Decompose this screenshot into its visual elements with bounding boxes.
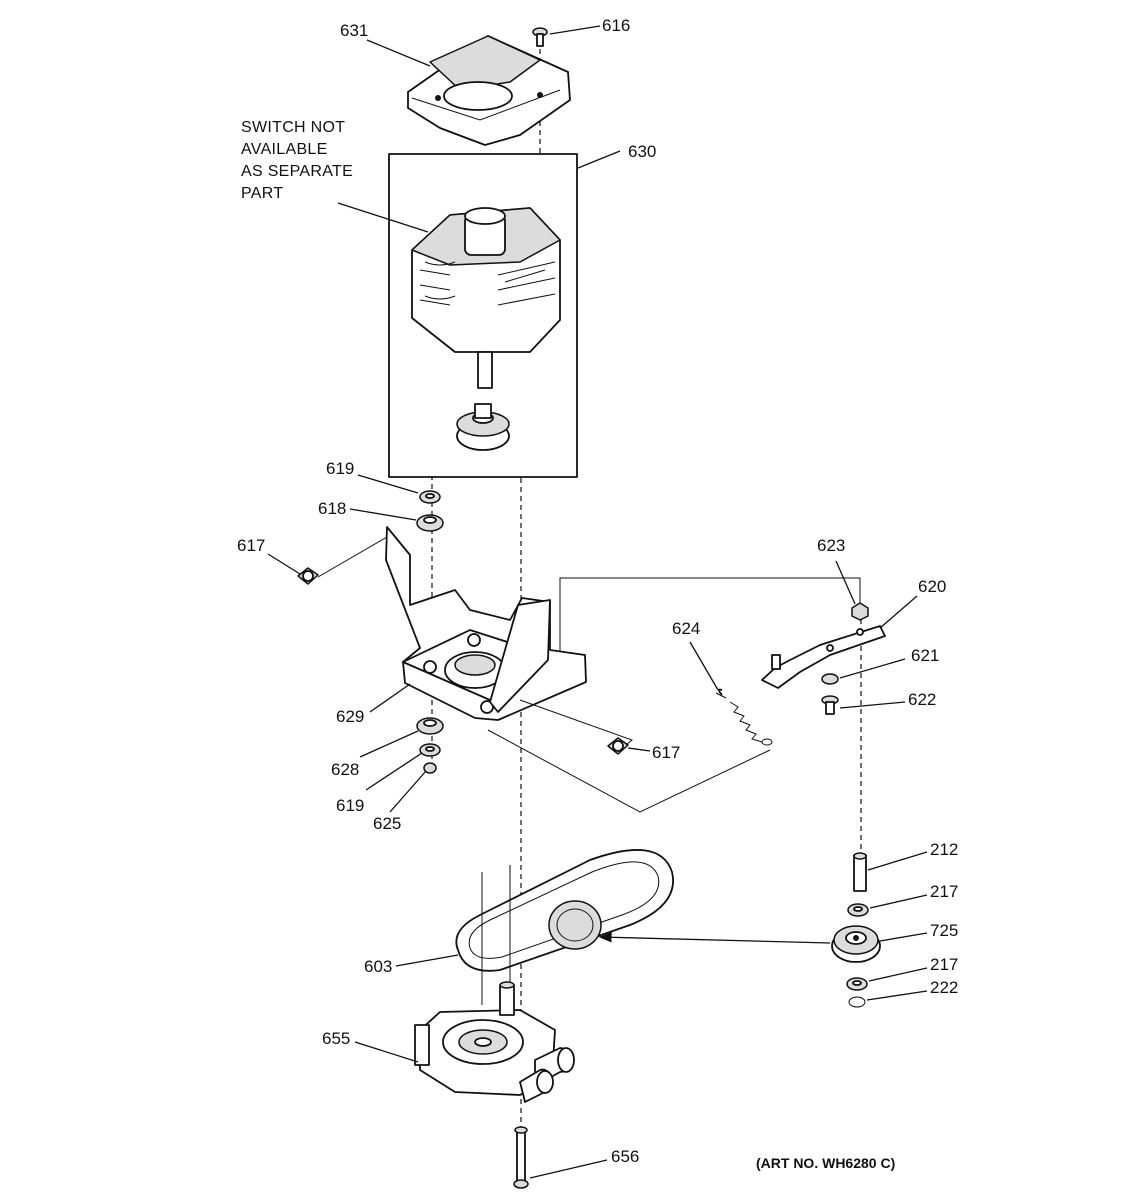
leader-656 (529, 1159, 608, 1179)
spring-connect-line (487, 729, 771, 813)
leader-655 (354, 1041, 419, 1063)
motor-mount-bracket-629 (385, 526, 587, 721)
washer-621 (821, 673, 839, 685)
label-625: 625 (373, 814, 401, 833)
nut-623 (851, 602, 869, 621)
ring-222 (848, 996, 866, 1008)
screw-connect-line (519, 699, 633, 746)
switch-note-line2: AVAILABLE (241, 141, 328, 158)
leader-623 (835, 560, 856, 605)
label-655: 655 (322, 1029, 350, 1048)
label-629: 629 (336, 707, 364, 726)
leader-222 (866, 990, 928, 1001)
nut-625 (423, 762, 437, 774)
art-number: (ART NO. WH6280 C) (756, 1155, 895, 1171)
washer-217-bottom (846, 977, 868, 991)
label-630: 630 (628, 142, 656, 161)
grommet-619-top (419, 490, 441, 504)
leader-switch (337, 202, 429, 233)
screw-617-left (297, 567, 319, 585)
pump-655 (414, 981, 575, 1103)
switch-note-line4: PART (241, 185, 283, 202)
grommet-618 (416, 514, 444, 532)
leader-622 (839, 701, 906, 709)
label-624: 624 (672, 619, 700, 638)
label-217-top: 217 (930, 882, 958, 901)
label-631: 631 (340, 21, 368, 40)
motor-cover-631 (407, 35, 571, 146)
switch-note-line3: AS SEPARATE (241, 163, 353, 180)
leader-619a (357, 474, 419, 494)
switch-note-line1: SWITCH NOT (241, 119, 345, 136)
leader-619b (365, 752, 423, 791)
grommet-628 (416, 717, 444, 735)
grommet-619-bottom (419, 743, 441, 757)
leader-625 (389, 770, 427, 813)
drive-belt-603 (455, 849, 674, 972)
leader-617b (627, 747, 651, 752)
shaft-212 (853, 852, 867, 892)
label-617-right: 617 (652, 743, 680, 762)
label-217-bottom: 217 (930, 955, 958, 974)
screw-617-right (607, 737, 629, 755)
assembly-connect-line (559, 577, 861, 652)
leader-628 (359, 730, 419, 758)
label-628: 628 (331, 760, 359, 779)
label-622: 622 (908, 690, 936, 709)
label-619-top: 619 (326, 459, 354, 478)
leader-621 (839, 658, 906, 679)
label-623: 623 (817, 536, 845, 555)
washer-217-top (847, 903, 869, 917)
leader-630 (577, 150, 621, 169)
bolt-656 (513, 1126, 529, 1189)
leader-616 (549, 25, 601, 35)
pulley-pointer-arrow (598, 932, 831, 944)
label-616: 616 (602, 16, 630, 35)
idler-arm-620 (761, 625, 886, 689)
leader-631 (366, 39, 431, 67)
label-656: 656 (611, 1147, 639, 1166)
leader-618 (349, 508, 417, 521)
label-222: 222 (930, 978, 958, 997)
label-617-left: 617 (237, 536, 265, 555)
leader-725 (879, 932, 928, 942)
idler-pulley-725 (831, 925, 881, 963)
leader-624 (689, 641, 719, 691)
label-620: 620 (918, 577, 946, 596)
screw-616 (532, 27, 548, 47)
bolt-622 (821, 695, 839, 715)
leader-603 (395, 954, 459, 967)
label-621: 621 (911, 646, 939, 665)
leader-217a (869, 894, 928, 909)
screw-left-connect-line (317, 536, 388, 578)
label-619-bottom: 619 (336, 796, 364, 815)
leader-617a (267, 553, 301, 575)
label-725: 725 (930, 921, 958, 940)
leader-217b (868, 967, 928, 982)
motor-630 (411, 207, 561, 451)
leader-629 (369, 683, 411, 713)
spring-624 (715, 688, 773, 746)
leader-212 (867, 851, 928, 871)
label-212: 212 (930, 840, 958, 859)
label-618: 618 (318, 499, 346, 518)
leader-620 (879, 595, 918, 629)
label-603: 603 (364, 957, 392, 976)
